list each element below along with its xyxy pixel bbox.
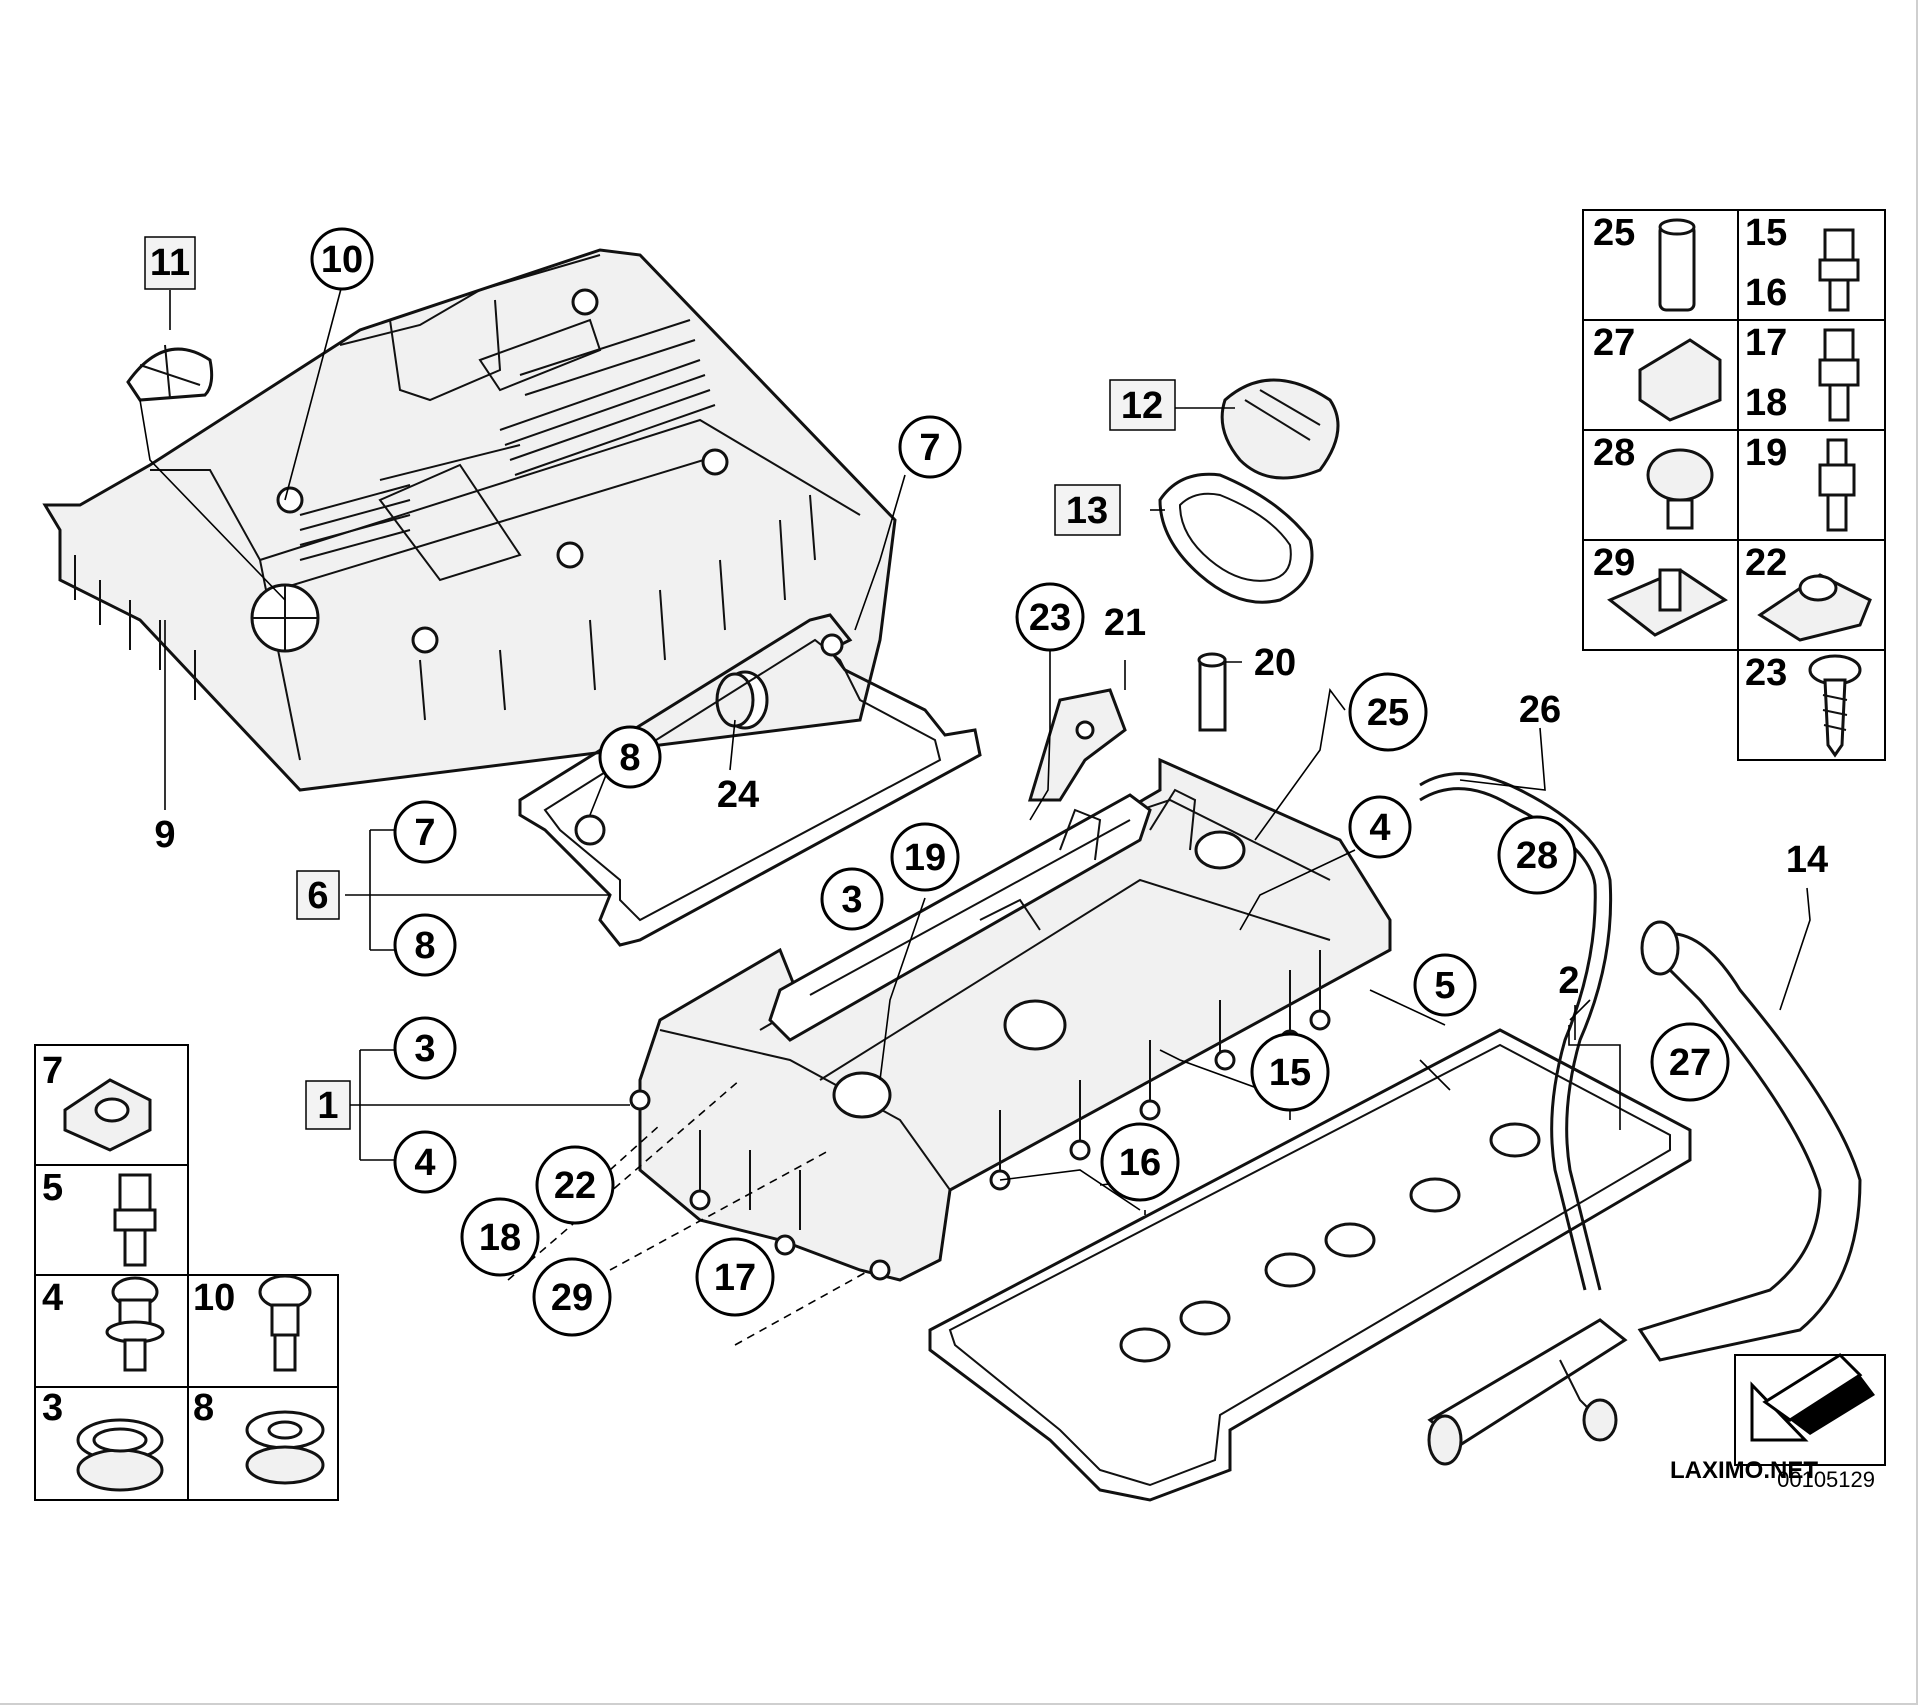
- legend-right-22: 22: [1745, 542, 1787, 584]
- seal-ring-icon: [76, 1418, 164, 1492]
- left-legend-table: 7 5 4 10 3 8: [34, 1044, 339, 1501]
- bolt-icon: [1818, 228, 1860, 312]
- legend-right-29: 29: [1593, 542, 1635, 584]
- legend-left-5: 5: [42, 1167, 63, 1209]
- diagram-code: 00105129: [1777, 1467, 1875, 1492]
- callout-25: 25: [1367, 692, 1409, 734]
- emblem-part-11: [126, 344, 214, 402]
- callout-6: 6: [307, 875, 328, 917]
- clip-nut-icon: [1757, 573, 1872, 642]
- callout-3-lower: 3: [414, 1028, 435, 1070]
- callout-26: 26: [1519, 689, 1561, 731]
- legend-right-23: 23: [1745, 652, 1787, 694]
- callout-24: 24: [717, 774, 759, 816]
- callout-28: 28: [1516, 835, 1558, 877]
- legend-right-16: 16: [1745, 272, 1787, 314]
- callout-14: 14: [1786, 839, 1828, 881]
- callout-18: 18: [479, 1217, 521, 1259]
- engine-cover-illustration: [42, 248, 897, 792]
- torx-bolt-icon: [258, 1274, 312, 1372]
- sleeve-icon: [1658, 218, 1696, 312]
- callout-27: 27: [1669, 1042, 1711, 1084]
- plug-part-24: [715, 670, 769, 730]
- legend-right-15: 15: [1745, 212, 1787, 254]
- stud-bolt-icon: [1818, 328, 1860, 422]
- grommet-icon: [245, 1410, 325, 1485]
- callout-7-left: 7: [414, 812, 435, 854]
- callout-4-upper: 4: [1369, 807, 1390, 849]
- callout-8-upper: 8: [619, 737, 640, 779]
- callout-3-upper: 3: [841, 879, 862, 921]
- spark-plug-icon: [1818, 438, 1856, 532]
- callout-11: 11: [150, 242, 190, 284]
- speed-nut-icon: [1607, 568, 1728, 637]
- legend-right-18: 18: [1745, 382, 1787, 424]
- breather-hose-part-26: [1419, 772, 1613, 1291]
- callout-9: 9: [154, 814, 175, 856]
- nut-clip-icon: [63, 1078, 152, 1152]
- cover-gasket-part-6: [518, 613, 982, 947]
- callout-10: 10: [321, 239, 363, 281]
- callout-13: 13: [1066, 490, 1108, 532]
- callout-4-lower: 4: [414, 1142, 435, 1184]
- callout-1: 1: [317, 1085, 338, 1127]
- legend-right-28: 28: [1593, 432, 1635, 474]
- right-legend-table: 25 15 16 27 17 18 28 19 29 22 23: [1582, 209, 1886, 761]
- sleeve-part-20: [1197, 652, 1227, 732]
- legend-right-19: 19: [1745, 432, 1787, 474]
- callout-16: 16: [1119, 1142, 1161, 1184]
- grommet-clip-icon: [1646, 448, 1714, 530]
- callout-22: 22: [554, 1165, 596, 1207]
- mount-bolt-icon: [105, 1276, 165, 1372]
- callout-23: 23: [1029, 597, 1071, 639]
- callout-5: 5: [1434, 965, 1455, 1007]
- oil-cap-seal-part-13: [1158, 472, 1314, 604]
- oil-cap-part-12: [1220, 378, 1340, 480]
- bracket-part-21: [1027, 688, 1127, 802]
- callout-29: 29: [551, 1277, 593, 1319]
- callout-labels: 11 10 9 7 8 24 6 7 8 12 13 23 21 20 25 2…: [144, 227, 1828, 1337]
- callout-7-upper: 7: [919, 427, 940, 469]
- callout-15: 15: [1269, 1052, 1311, 1094]
- screw-icon: [1808, 654, 1862, 758]
- valve-gasket-part-2: [928, 1028, 1692, 1502]
- clip-icon: [1638, 338, 1722, 422]
- legend-left-3: 3: [42, 1387, 63, 1429]
- legend-left-4: 4: [42, 1277, 63, 1319]
- valve-cover-part-1: [629, 757, 1392, 1282]
- legend-right-25: 25: [1593, 212, 1635, 254]
- callout-19: 19: [904, 837, 946, 879]
- callout-17: 17: [714, 1257, 756, 1299]
- watermark: LAXIMO.NET: [1670, 1457, 1818, 1484]
- legend-right-27: 27: [1593, 322, 1635, 364]
- legend-left-7: 7: [42, 1050, 63, 1092]
- callout-12: 12: [1121, 385, 1163, 427]
- callout-8-left: 8: [414, 925, 435, 967]
- callout-21: 21: [1104, 602, 1146, 644]
- callout-2: 2: [1558, 960, 1579, 1002]
- bolt-icon: [113, 1173, 157, 1267]
- legend-left-8: 8: [193, 1387, 214, 1429]
- legend-left-10: 10: [193, 1277, 235, 1319]
- vent-hose-part-14: [1427, 920, 1862, 1466]
- legend-right-17: 17: [1745, 322, 1787, 364]
- orientation-arrow-box: [1734, 1353, 1886, 1466]
- callout-20: 20: [1254, 642, 1296, 684]
